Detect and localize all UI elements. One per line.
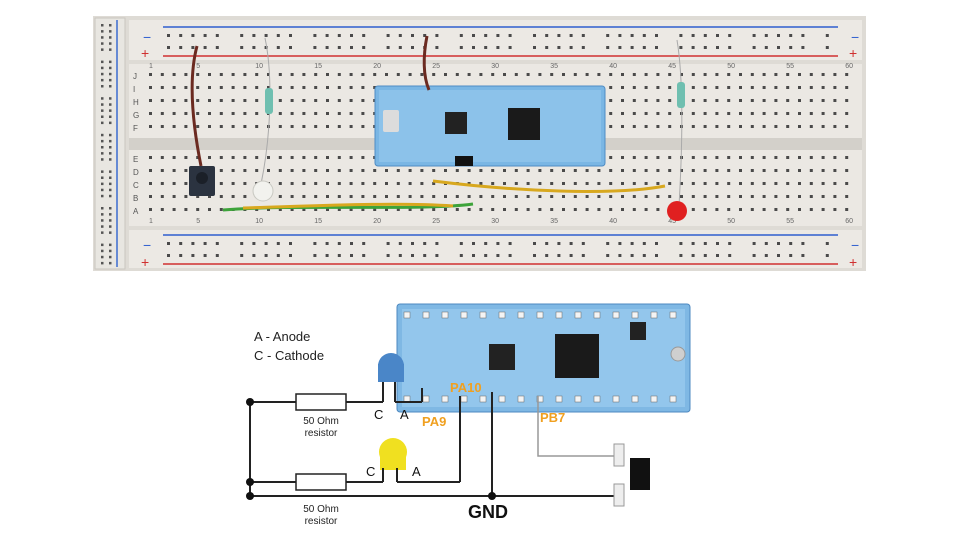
column-number: 60 [845, 218, 853, 225]
row-letter-a: A [133, 207, 139, 216]
resistor-bottom [295, 473, 347, 491]
column-number: 10 [255, 218, 263, 225]
column-number: 1 [149, 63, 153, 70]
column-number: 20 [373, 63, 381, 70]
row-letter-j: J [133, 72, 137, 81]
gnd-label: GND [468, 502, 508, 522]
rail-minus-label-bottom-right: − [851, 237, 859, 253]
pin-pb7: PB7 [540, 410, 566, 425]
bottom-power-rail: − + − + [129, 230, 862, 270]
top-power-rail: − + − + [129, 20, 862, 61]
pin-pa10: PA10 [450, 380, 482, 395]
column-number: 50 [727, 63, 735, 70]
rail-plus-label: + [141, 45, 149, 61]
resistor-right [677, 82, 685, 108]
pin-pa9: PA9 [422, 414, 447, 429]
column-number: 35 [550, 218, 558, 225]
column-number: 40 [609, 63, 617, 70]
yellow-wire-left [242, 202, 454, 210]
schematic-regulator [489, 344, 515, 370]
red-led [667, 201, 687, 221]
column-number: 60 [845, 63, 853, 70]
yellow-led [379, 438, 407, 470]
resistor-top-label: 50 Ohm resistor [290, 416, 352, 440]
resistor-bottom-word: resistor [304, 516, 338, 527]
resistor-bottom-label: 50 Ohm resistor [290, 504, 352, 528]
resistor-left [265, 88, 273, 114]
legend-cathode: C - Cathode [254, 348, 325, 363]
rail-minus-label-bottom: − [143, 237, 151, 253]
yellow-wire-right [432, 179, 666, 193]
top-led-c: C [374, 407, 384, 422]
column-number: 20 [373, 218, 381, 225]
column-number: 5 [196, 63, 200, 70]
wiring-schematic [246, 303, 691, 507]
brown-wire-center [422, 35, 431, 91]
column-number: 15 [314, 218, 322, 225]
column-number: 25 [432, 218, 440, 225]
resistor-bottom-value: 50 Ohm [303, 504, 339, 515]
column-number: 10 [255, 63, 263, 70]
row-letter-f: F [133, 124, 138, 133]
bottom-led-c: C [366, 464, 376, 479]
junction-dots [246, 398, 496, 500]
legend-anode: A - Anode [254, 329, 311, 344]
top-led-a: A [400, 407, 409, 422]
row-letter-b: B [133, 194, 138, 203]
resistor-top-value: 50 Ohm [303, 416, 339, 427]
row-letter-d: D [133, 168, 139, 177]
rail-plus-label-bottom-right: + [849, 254, 857, 270]
small-component [455, 156, 473, 166]
column-number: 35 [550, 63, 558, 70]
resistor-top [295, 393, 347, 411]
column-number: 15 [314, 63, 322, 70]
column-number: 30 [491, 63, 499, 70]
rail-plus-label-bottom: + [141, 254, 149, 270]
nucleo-board [374, 85, 606, 167]
rail-minus-label-right: − [851, 29, 859, 45]
column-number: 55 [786, 218, 794, 225]
breadboard-photo: − + − + J I H G F E D C B A 115510101515… [93, 16, 866, 271]
brown-wire-left [190, 45, 203, 167]
column-number: 40 [609, 218, 617, 225]
push-button-symbol [613, 443, 650, 507]
schematic-board [396, 303, 691, 413]
column-number: 30 [491, 218, 499, 225]
column-number: 50 [727, 218, 735, 225]
row-letter-h: H [133, 98, 139, 107]
row-letter-c: C [133, 181, 139, 190]
row-letter-e: E [133, 155, 138, 164]
column-number: 45 [668, 218, 676, 225]
column-number: 45 [668, 63, 676, 70]
resistor-lead-right [676, 39, 683, 207]
rail-minus-label: − [143, 29, 151, 45]
blue-led [378, 353, 404, 382]
clear-led [252, 180, 274, 202]
mcu-chip [508, 108, 540, 140]
resistor-top-word: resistor [304, 428, 338, 439]
regulator-chip [445, 112, 467, 134]
column-number: 5 [196, 218, 200, 225]
row-letter-i: I [133, 85, 135, 94]
crystal [383, 110, 399, 132]
column-number: 25 [432, 63, 440, 70]
rail-plus-label-right: + [849, 45, 857, 61]
schematic-mcu-chip [555, 334, 599, 378]
column-number: 1 [149, 218, 153, 225]
column-number: 55 [786, 63, 794, 70]
bottom-led-a: A [412, 464, 421, 479]
row-letter-g: G [133, 111, 139, 120]
